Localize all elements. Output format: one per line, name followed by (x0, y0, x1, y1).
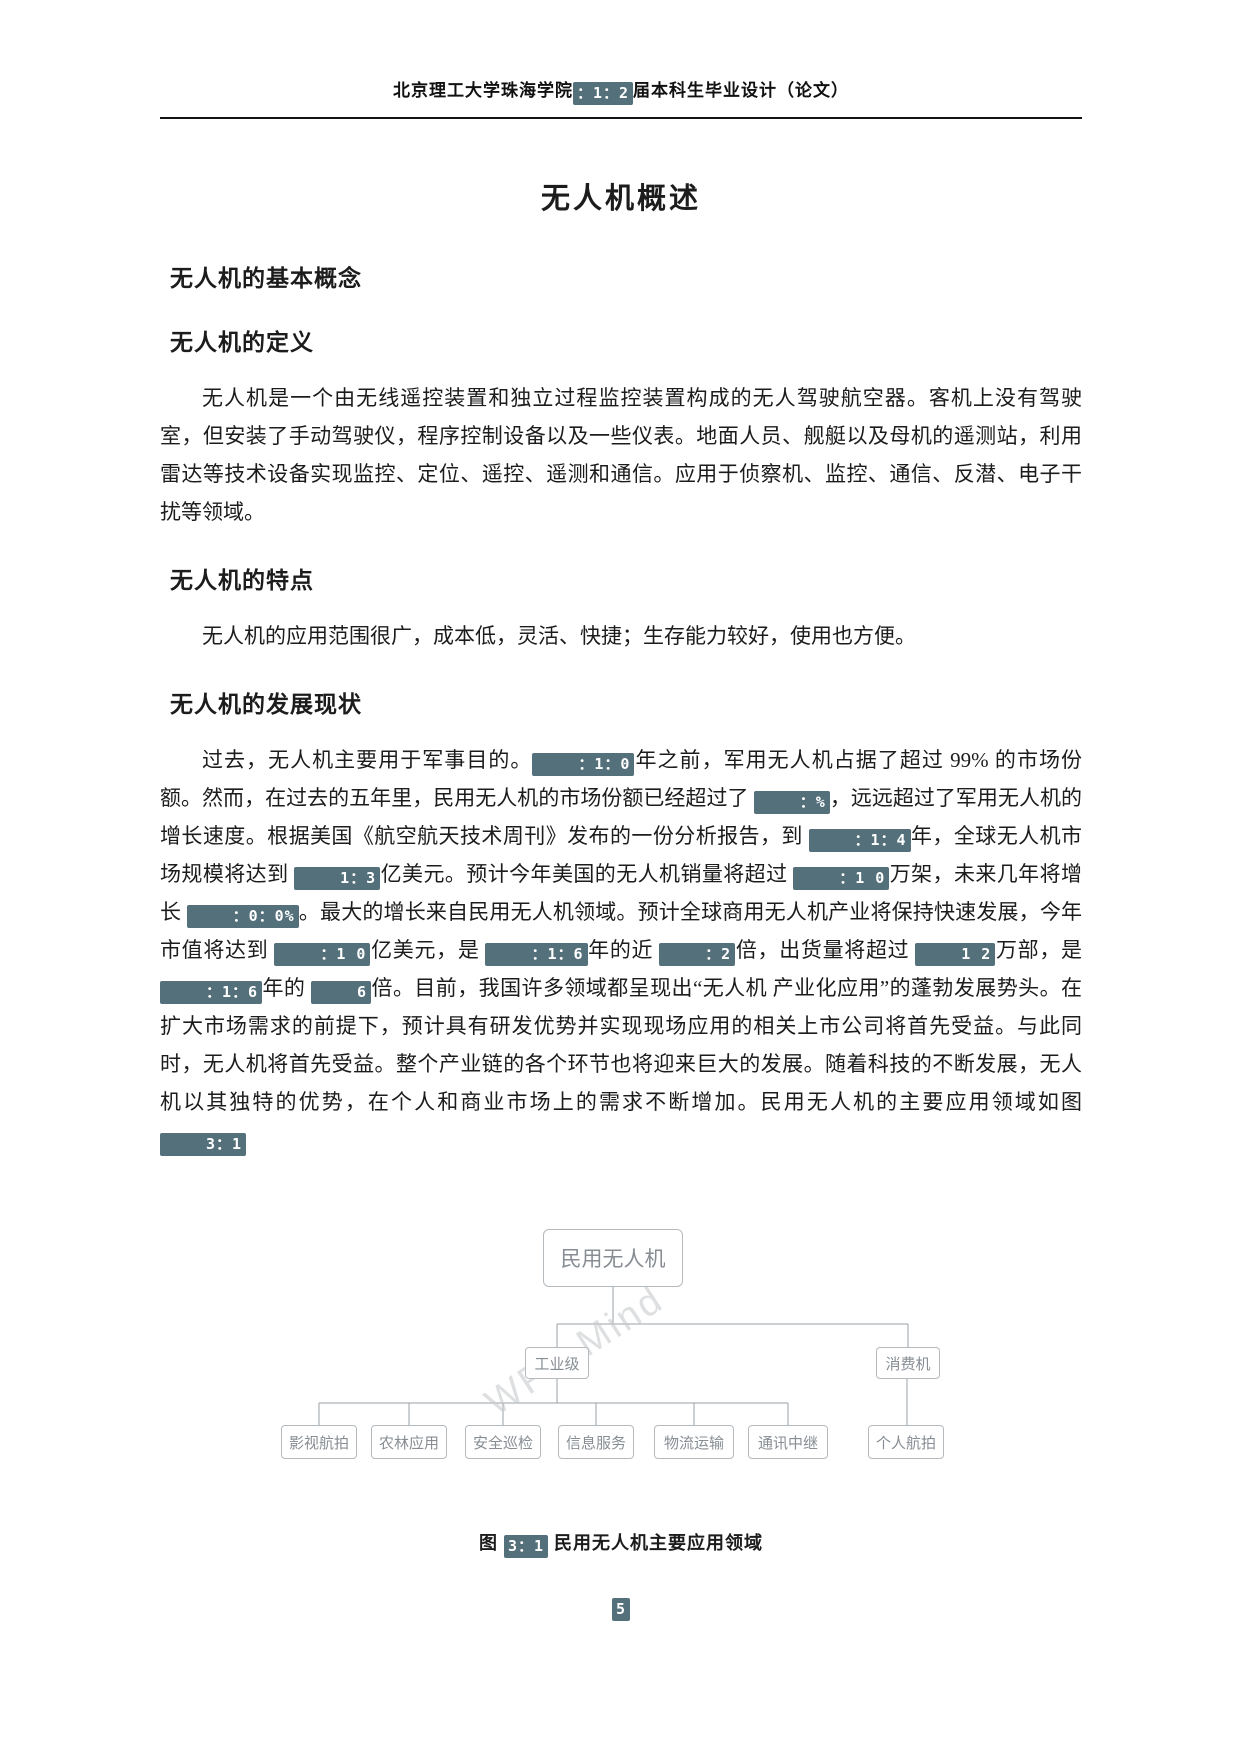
header-text-suffix: 届本科生毕业设计（论文） (633, 81, 850, 100)
diagram-node-personal-aerial: 个人航拍 (868, 1425, 944, 1459)
header-redacted-year: ：1：2 (572, 82, 634, 105)
text-segment: 年的近 (587, 938, 660, 962)
diagram-node-info-service: 信息服务 (558, 1425, 634, 1459)
redacted-value: ：1：4 (808, 829, 911, 852)
figure-caption: 图 3：1 民用无人机主要应用领域 (160, 1529, 1082, 1558)
header-text-prefix: 北京理工大学珠海学院 (392, 81, 573, 100)
text-segment: ，远远超过了军用无人机的增长速度。根据美国《航空航天技术周刊》发布的一份分析报告… (160, 786, 1083, 848)
diagram-node-security-patrol: 安全巡检 (465, 1425, 541, 1459)
redacted-value: 1：3 (294, 867, 381, 890)
text-segment: 过去，无人机主要用于军事目的。 (202, 748, 533, 772)
redacted-value: ：0：0% (186, 905, 299, 928)
header-divider (160, 117, 1082, 119)
redacted-value: ：1：6 (485, 943, 588, 966)
redacted-value: ：1 0 (274, 943, 371, 966)
text-segment: 亿美元，是 (370, 938, 486, 962)
heading-basic-concepts: 无人机的基本概念 (170, 265, 362, 291)
heading-definition: 无人机的定义 (170, 329, 314, 355)
redacted-value: ：% (753, 791, 830, 814)
paragraph-definition: 无人机是一个由无线遥控装置和独立过程监控装置构成的无人驾驶航空器。客机上没有驾驶… (160, 386, 1082, 524)
diagram-node-agriculture: 农林应用 (371, 1425, 447, 1459)
diagram-node-logistics: 物流运输 (654, 1425, 734, 1459)
text-segment: 年，全球无人机市场规模将达到 (160, 824, 1083, 886)
diagram-node-consumer: 消费机 (876, 1347, 940, 1379)
diagram-node-film-aerial: 影视航拍 (281, 1425, 357, 1459)
diagram-node-civil-drone: 民用无人机 (543, 1229, 683, 1287)
text-segment: 万架，未来几年将增长 (160, 862, 1083, 924)
caption-suffix: 民用无人机主要应用领域 (548, 1533, 764, 1553)
text-segment: 万部，是 (995, 938, 1083, 962)
redacted-value: 6 (311, 981, 372, 1004)
text-segment: 年的 (262, 976, 312, 1000)
page-footer: 5 (160, 1598, 1082, 1621)
redacted-value: 1 2 (915, 943, 996, 966)
text-segment: 倍，出货量将超过 (735, 938, 916, 962)
diagram-node-comm-relay: 通讯中继 (748, 1425, 828, 1459)
application-areas-diagram: WPS Mind 民用无人机 工业级 消费机 影视航拍 农林应用 安全巡检 信息… (148, 1229, 1098, 1481)
text-segment: 年之前，军用无人机占据了超过 99% 的市场份额。然而，在过去的五年里，民用无人… (160, 748, 1082, 810)
redacted-value: 3：1 (160, 1133, 247, 1156)
page-number: 5 (611, 1598, 631, 1621)
caption-prefix: 图 (478, 1533, 504, 1553)
caption-figure-number-redacted: 3：1 (503, 1535, 549, 1558)
text-segment: 亿美元。预计今年美国的无人机销量将超过 (380, 862, 794, 886)
text-segment: 。最大的增长来自民用无人机领域。预计全球商用无人机产业将保持快速发展，今年市值将… (160, 900, 1082, 962)
document-title: 无人机概述 (540, 183, 701, 215)
paragraph-features: 无人机的应用范围很广，成本低，灵活、快捷；生存能力较好，使用也方便。 (202, 624, 916, 648)
diagram-node-industrial: 工业级 (525, 1347, 589, 1379)
redacted-value: ：1：6 (160, 981, 263, 1004)
redacted-value: ：1：0 (532, 753, 635, 776)
heading-features: 无人机的特点 (170, 567, 314, 593)
redacted-value: ：2 (659, 943, 736, 966)
redacted-value: ：1 0 (793, 867, 890, 890)
diagram-connectors (318, 1287, 909, 1425)
heading-development-status: 无人机的发展现状 (170, 691, 362, 717)
text-segment: 倍。目前，我国许多领域都呈现出“无人机 产业化应用”的蓬勃发展势头。在扩大市场需… (160, 976, 1083, 1114)
